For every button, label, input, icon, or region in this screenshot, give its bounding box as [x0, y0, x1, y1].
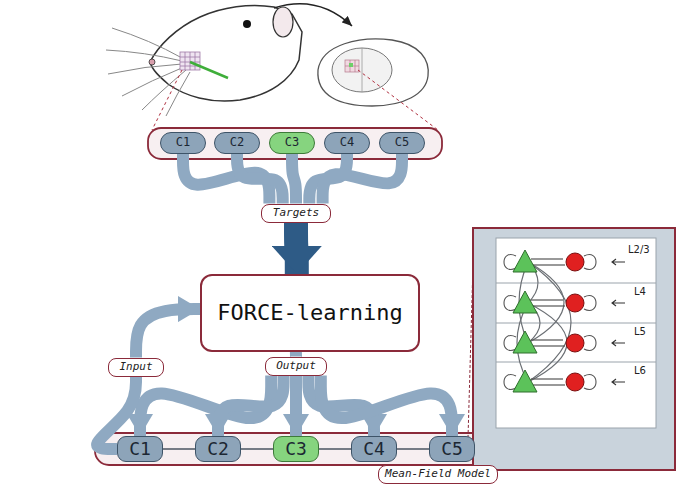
model-tag: Mean-Field Model — [378, 465, 498, 484]
node-text: Mean-Field Model — [385, 468, 491, 480]
node-text: Output — [276, 360, 316, 372]
inset-panel — [496, 238, 656, 428]
node-text: C1 — [176, 136, 190, 149]
layer-label: L6 — [634, 365, 646, 376]
node-text: FORCE-learning — [217, 301, 402, 325]
process-box: FORCE-learning — [200, 274, 420, 352]
node-text: Input — [119, 361, 152, 373]
coupling-line — [397, 448, 429, 450]
node-text: C4 — [340, 136, 354, 149]
node-text: C4 — [363, 439, 385, 459]
mouse-head — [106, 5, 302, 116]
column-node: C1 — [117, 436, 163, 462]
barrel: C2 — [214, 132, 260, 154]
column-node: C5 — [429, 436, 475, 462]
flow-arrow — [290, 376, 302, 437]
curved-arrow — [274, 4, 352, 26]
node-text: C1 — [129, 439, 151, 459]
node-text: C5 — [441, 439, 463, 459]
flow-tag: Targets — [261, 204, 331, 223]
column-node: C4 — [351, 436, 397, 462]
node-text: Targets — [273, 207, 319, 219]
coupling-line — [163, 448, 195, 450]
node-text: C3 — [285, 439, 307, 459]
layer-label: L5 — [634, 326, 646, 337]
coupling-line — [319, 448, 351, 450]
flow-arrow — [290, 352, 302, 357]
column-node: C3 — [273, 436, 319, 462]
flow-arrow — [321, 376, 452, 437]
zoom-lines — [152, 70, 438, 130]
layer-circuit — [496, 250, 656, 392]
column-node: C2 — [195, 436, 241, 462]
main-arrow — [284, 223, 309, 275]
node-text: C2 — [207, 439, 229, 459]
node-text: C2 — [230, 136, 244, 149]
mouse-brain — [318, 39, 428, 106]
flow-arrow — [136, 309, 200, 357]
inset-frame — [473, 228, 675, 470]
flow-tag: Input — [108, 358, 164, 377]
flow-arrow — [218, 376, 284, 437]
barrel: C4 — [324, 132, 370, 154]
barrel: C3 — [269, 132, 315, 154]
barrel: C5 — [379, 132, 425, 154]
flow-tag: Output — [265, 357, 327, 376]
flow-arrow — [323, 154, 402, 204]
node-text: C3 — [285, 136, 299, 149]
node-text: C5 — [395, 136, 409, 149]
layer-label: L4 — [634, 286, 646, 297]
coupling-line — [241, 448, 273, 450]
flow-arrow — [292, 154, 296, 204]
flow-arrow — [237, 154, 283, 204]
layer-label: L2/3 — [628, 244, 650, 255]
model-band — [95, 433, 505, 465]
barrel: C1 — [160, 132, 206, 154]
